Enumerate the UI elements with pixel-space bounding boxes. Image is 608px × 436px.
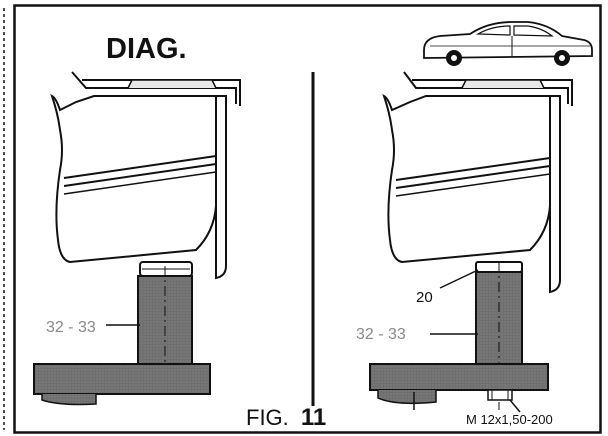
figure-caption: FIG. 11	[246, 404, 326, 431]
figure-border	[13, 4, 602, 434]
left-side-sleeve	[215, 95, 227, 280]
right-assembly: 20 32 - 33 M 12x1,50-200	[356, 71, 573, 427]
spacer-label: 20	[416, 289, 433, 306]
left-base-plate	[33, 363, 211, 395]
diag-heading: DIAG.	[106, 33, 187, 65]
left-top-pad	[127, 79, 217, 89]
right-base-plate	[369, 363, 549, 391]
left-column-label: 32 - 33	[46, 319, 96, 336]
right-side-sleeve	[549, 95, 561, 294]
car-side-view-icon	[423, 21, 593, 66]
right-foot	[377, 390, 437, 405]
thread-leader	[509, 399, 521, 413]
left-rail	[63, 163, 217, 187]
right-column-label: 32 - 33	[356, 326, 406, 343]
left-assembly: 32 - 33	[33, 71, 241, 406]
spacer-leader	[439, 269, 479, 289]
right-bolt-head	[487, 389, 513, 401]
right-top-pad	[461, 79, 545, 89]
figure-prefix: FIG.	[246, 405, 289, 430]
left-housing	[50, 94, 217, 264]
figure-number: 11	[301, 404, 326, 431]
left-foot	[41, 394, 97, 406]
right-rail	[395, 165, 551, 189]
thread-spec-label: M 12x1,50-200	[466, 412, 553, 427]
right-housing	[382, 94, 551, 264]
